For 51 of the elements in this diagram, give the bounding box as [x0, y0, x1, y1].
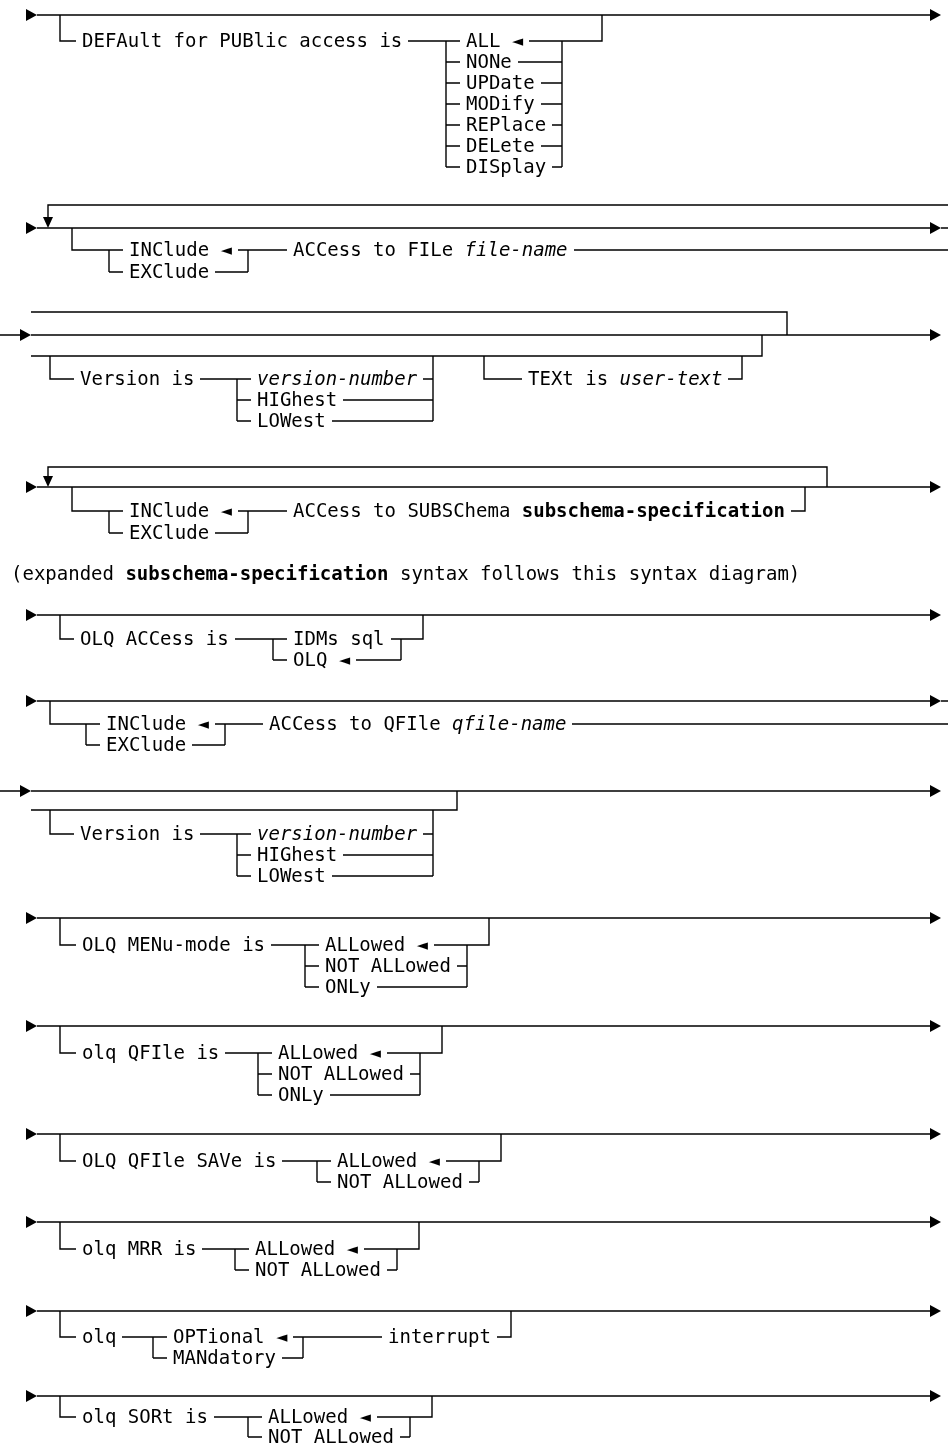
syntax-keyword: MANdatory	[173, 1347, 276, 1367]
syntax-keyword: EXClude	[129, 522, 210, 542]
syntax-keyword: olq	[82, 1326, 117, 1346]
syntax-keyword: DEFAult for PUBlic access is	[82, 30, 403, 50]
syntax-keyword: MODify	[466, 93, 535, 113]
syntax-keyword: olq QFIle is	[82, 1042, 220, 1062]
syntax-keyword: ONLy	[325, 976, 371, 996]
syntax-keyword: NOT ALLowed	[255, 1259, 381, 1279]
syntax-variable: version-number	[257, 823, 418, 843]
syntax-keyword: ALLowed ◄	[268, 1406, 371, 1426]
syntax-keyword: olq MRR is	[82, 1238, 197, 1258]
syntax-keyword: DISplay	[466, 156, 547, 176]
syntax-keyword: NOT ALLowed	[325, 955, 451, 975]
syntax-keyword: IDMs sql	[293, 628, 385, 648]
syntax-keyword: OLQ ACCess is	[80, 628, 229, 648]
syntax-keyword: NOT ALLowed	[278, 1063, 404, 1083]
syntax-keyword: OPTional ◄	[173, 1326, 288, 1346]
syntax-keyword: DELete	[466, 135, 535, 155]
syntax-keyword: HIGhest	[257, 389, 338, 409]
syntax-keyword: ALLowed ◄	[337, 1150, 440, 1170]
syntax-keyword: TEXt is user-text	[528, 368, 723, 388]
syntax-keyword: INClude ◄	[129, 239, 232, 259]
syntax-keyword: INClude ◄	[129, 500, 232, 520]
syntax-keyword: OLQ QFIle SAVe is	[82, 1150, 277, 1170]
syntax-keyword: NONe	[466, 51, 512, 71]
syntax-keyword: interrupt	[388, 1326, 491, 1346]
syntax-keyword: EXClude	[129, 261, 210, 281]
note-text: (expanded subschema-specification syntax follows this syntax diagram)	[11, 563, 801, 583]
syntax-keyword: ALL ◄	[466, 30, 524, 50]
syntax-keyword: NOT ALLowed	[268, 1426, 394, 1446]
syntax-keyword: EXClude	[106, 734, 187, 754]
syntax-keyword: LOWest	[257, 410, 326, 430]
syntax-keyword: ACCess to QFIle qfile-name	[269, 713, 567, 733]
syntax-keyword: INClude ◄	[106, 713, 209, 733]
syntax-keyword: olq SORt is	[82, 1406, 208, 1426]
syntax-keyword: OLQ ◄	[293, 649, 351, 669]
syntax-keyword: ALLowed ◄	[325, 934, 428, 954]
syntax-keyword: ACCess to FILe file-name	[293, 239, 568, 259]
syntax-keyword: ONLy	[278, 1084, 324, 1104]
syntax-keyword: Version is	[80, 368, 195, 388]
syntax-keyword: LOWest	[257, 865, 326, 885]
syntax-keyword: ACCess to SUBSChema subschema-specification	[293, 500, 785, 520]
syntax-keyword: ALLowed ◄	[278, 1042, 381, 1062]
syntax-variable: version-number	[257, 368, 418, 388]
syntax-keyword: UPDate	[466, 72, 535, 92]
syntax-keyword: HIGhest	[257, 844, 338, 864]
syntax-keyword: OLQ MENu-mode is	[82, 934, 266, 954]
syntax-keyword: REPlace	[466, 114, 547, 134]
syntax-keyword: ALLowed ◄	[255, 1238, 358, 1258]
syntax-keyword: NOT ALLowed	[337, 1171, 463, 1191]
syntax-keyword: Version is	[80, 823, 195, 843]
